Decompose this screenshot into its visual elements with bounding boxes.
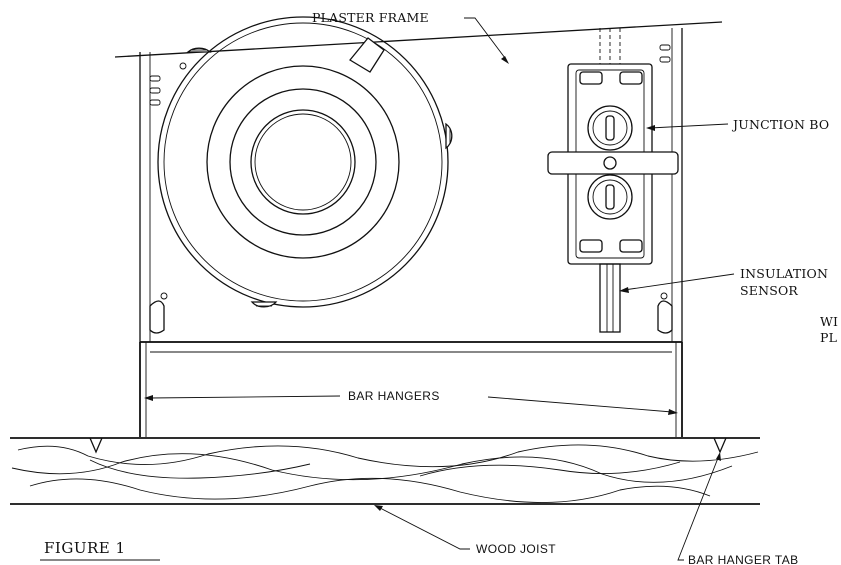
screw-right <box>445 122 453 150</box>
label-insulation-sensor: INSULATION SENSOR <box>619 266 828 298</box>
screw-bottom <box>250 301 278 308</box>
plaster-frame <box>114 21 723 353</box>
label-plaster-frame: PLASTER FRAME <box>312 10 509 64</box>
bar-hanger-tab-label: BAR HANGER TAB <box>688 553 799 565</box>
label-junction-box: JUNCTION BO <box>646 117 829 132</box>
wire-label-fragment: WI <box>820 314 838 329</box>
plaster-frame-label: PLASTER FRAME <box>312 10 429 25</box>
label-bar-hangers: BAR HANGERS <box>144 389 678 415</box>
wood-joist <box>10 437 760 505</box>
bar-hangers-label: BAR HANGERS <box>348 389 440 403</box>
figure-caption: FIGURE 1 <box>40 539 160 561</box>
plaster-label-fragment: PL <box>820 330 837 345</box>
wood-joist-label: WOOD JOIST <box>476 542 556 556</box>
lamp-housing <box>157 16 453 308</box>
insulation-sensor-label-line1: INSULATION <box>740 266 828 281</box>
junction-box-label: JUNCTION BO <box>731 117 829 132</box>
screw-top <box>186 47 212 53</box>
junction-box <box>547 28 679 265</box>
figure-caption-text: FIGURE 1 <box>44 539 126 557</box>
insulation-sensor <box>599 263 621 333</box>
label-wood-joist: WOOD JOIST <box>374 505 556 556</box>
insulation-sensor-label-line2: SENSOR <box>740 283 798 298</box>
label-cut-off-right: WI PL <box>820 314 838 345</box>
bar-hangers <box>139 342 683 437</box>
label-bar-hanger-tab: BAR HANGER TAB <box>677 452 799 565</box>
